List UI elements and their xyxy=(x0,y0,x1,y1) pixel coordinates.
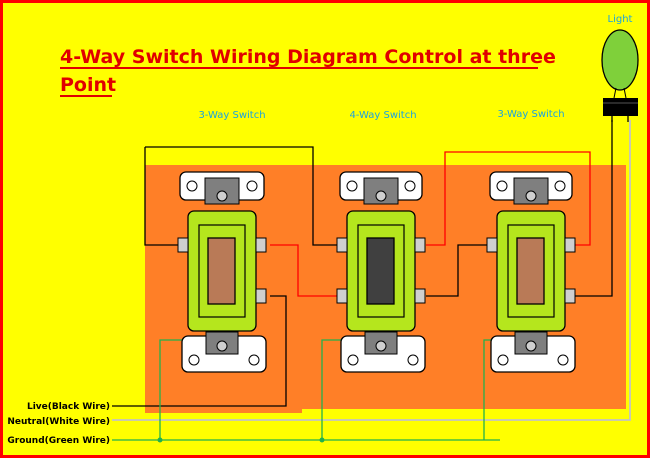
title-line-1: 4-Way Switch Wiring Diagram Control at t… xyxy=(60,46,556,68)
ground-junction-middle xyxy=(319,437,325,443)
ground-tap-middle xyxy=(321,339,347,440)
switch-label-right: 3-Way Switch xyxy=(497,109,564,120)
traveler-wire-black-3 xyxy=(144,147,185,246)
traveler-wire-red-2 xyxy=(426,151,591,246)
ground-tap-left xyxy=(159,339,190,440)
traveler-wire-black-2 xyxy=(426,244,495,297)
switch-label-left: 3-Way Switch xyxy=(198,110,265,121)
switch-label-middle: 4-Way Switch xyxy=(349,110,416,121)
switch-3way-right xyxy=(486,171,576,373)
ground-junction-left xyxy=(157,437,163,443)
wire-label-neutral: Neutral(White Wire) xyxy=(7,417,110,427)
light-label: Light xyxy=(608,14,633,25)
title-line-2: Point xyxy=(60,74,116,96)
traveler-wire-red-1 xyxy=(270,244,347,297)
switched-hot-wire xyxy=(575,120,613,297)
live-wire xyxy=(112,295,287,407)
neutral-wire xyxy=(112,120,631,421)
light-bulb-icon xyxy=(601,29,639,122)
wire-label-live: Live(Black Wire) xyxy=(27,402,110,412)
switch-4way-middle xyxy=(336,171,426,373)
traveler-wire-black-1 xyxy=(145,146,347,246)
switch-3way-left xyxy=(177,171,267,373)
wire-label-ground: Ground(Green Wire) xyxy=(7,436,110,446)
